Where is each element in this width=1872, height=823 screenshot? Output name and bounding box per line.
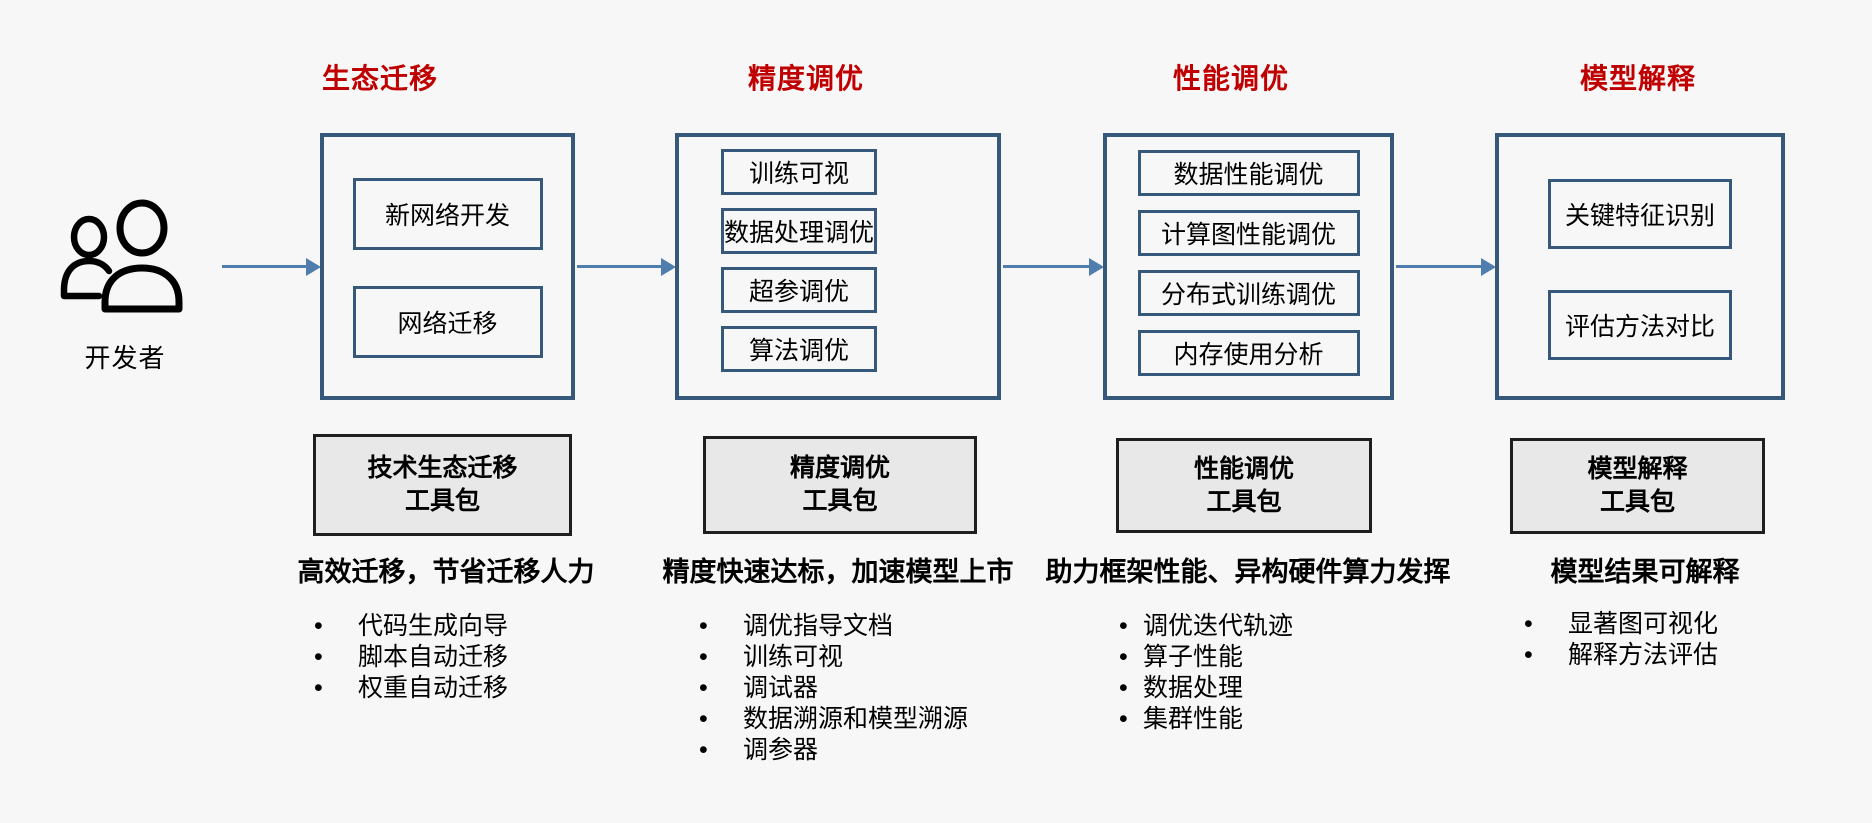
feature-item: 数据溯源和模型溯源 (695, 704, 968, 735)
toolkit-name-line2: 工具包 (1206, 487, 1282, 516)
capability-item: 数据性能调优 (1137, 150, 1360, 196)
capability-item: 超参调优 (721, 267, 877, 313)
toolkit-name-line2: 工具包 (1599, 488, 1675, 516)
toolkit-name-line1: 技术生态迁移 (367, 454, 518, 482)
feature-item: 调参器 (695, 735, 968, 766)
stage-capability-box: 数据性能调优 计算图性能调优 分布式训练调优 内存使用分析 (1103, 133, 1394, 400)
flow-arrow (1003, 265, 1089, 268)
stage-title: 精度调优 (748, 63, 865, 94)
developers-icon (60, 199, 183, 313)
toolkit-name-line1: 模型解释 (1587, 455, 1688, 483)
feature-item: 调优指导文档 (695, 611, 968, 642)
developer-actor: 开发者 (48, 196, 202, 375)
toolkit-box: 技术生态迁移 工具包 (313, 434, 572, 536)
stage-ecosystem-migration: 生态迁移 新网络开发 网络迁移 技术生态迁移 工具包 高效迁移，节省迁移人力 代… (297, 0, 595, 823)
capability-item: 内存使用分析 (1137, 330, 1360, 376)
stage-accuracy-tuning: 精度调优 训练可视 数据处理调优 超参调优 算法调优 精度调优 工具包 精度快速… (660, 0, 1016, 823)
stage-title: 生态迁移 (322, 63, 439, 94)
stage-capability-box: 关键特征识别 评估方法对比 (1495, 133, 1785, 400)
feature-item: 调试器 (695, 673, 968, 704)
stage-tagline: 精度快速达标，加速模型上市 (662, 557, 1014, 587)
capability-item: 训练可视 (721, 149, 877, 195)
capability-item: 分布式训练调优 (1137, 270, 1360, 316)
feature-item: 集群性能 (1115, 704, 1293, 735)
stage-capability-box: 训练可视 数据处理调优 超参调优 算法调优 (675, 133, 1001, 400)
feature-item: 训练可视 (695, 642, 968, 673)
feature-item: 权重自动迁移 (310, 673, 508, 704)
feature-list: 调优迭代轨迹 算子性能 数据处理 集群性能 (1115, 611, 1293, 735)
toolkit-box: 模型解释 工具包 (1510, 438, 1765, 534)
feature-item: 代码生成向导 (310, 611, 508, 642)
feature-list: 调优指导文档 训练可视 调试器 数据溯源和模型溯源 调参器 (695, 611, 968, 766)
stage-performance-tuning: 性能调优 数据性能调优 计算图性能调优 分布式训练调优 内存使用分析 性能调优 … (1046, 0, 1451, 823)
stage-title: 性能调优 (1173, 63, 1290, 94)
toolkit-name-line1: 性能调优 (1193, 454, 1294, 483)
feature-item: 算子性能 (1115, 642, 1293, 673)
capability-item: 数据处理调优 (721, 208, 877, 254)
stage-tagline: 模型结果可解释 (1550, 557, 1740, 587)
capability-item: 网络迁移 (352, 286, 543, 358)
toolkit-name-line2: 工具包 (802, 487, 878, 515)
feature-item: 脚本自动迁移 (310, 642, 508, 673)
flow-arrow (1396, 265, 1481, 268)
capability-item: 新网络开发 (352, 178, 543, 250)
toolkit-box: 精度调优 工具包 (703, 436, 977, 534)
capability-item: 关键特征识别 (1548, 179, 1732, 249)
feature-item: 解释方法评估 (1520, 640, 1718, 671)
toolkit-name-line2: 工具包 (404, 487, 480, 515)
stage-tagline: 助力框架性能、异构硬件算力发挥 (1045, 557, 1451, 587)
capability-item: 计算图性能调优 (1137, 210, 1360, 256)
capability-item: 评估方法对比 (1548, 290, 1732, 360)
flow-arrow (577, 265, 661, 268)
flow-arrow (222, 265, 306, 268)
feature-item: 调优迭代轨迹 (1115, 611, 1293, 642)
stage-capability-box: 新网络开发 网络迁移 (320, 133, 575, 400)
feature-list: 显著图可视化 解释方法评估 (1520, 609, 1718, 671)
stage-model-interpretation: 模型解释 关键特征识别 评估方法对比 模型解释 工具包 模型结果可解释 显著图可… (1495, 0, 1795, 823)
toolkit-box: 性能调优 工具包 (1116, 438, 1372, 533)
feature-item: 显著图可视化 (1520, 609, 1718, 640)
feature-list: 代码生成向导 脚本自动迁移 权重自动迁移 (310, 611, 508, 704)
toolkit-name-line1: 精度调优 (789, 454, 890, 482)
capability-item: 算法调优 (721, 326, 877, 372)
feature-item: 数据处理 (1115, 673, 1293, 704)
stage-tagline: 高效迁移，节省迁移人力 (297, 557, 595, 587)
developer-label: 开发者 (84, 343, 166, 373)
stage-title: 模型解释 (1580, 63, 1697, 94)
